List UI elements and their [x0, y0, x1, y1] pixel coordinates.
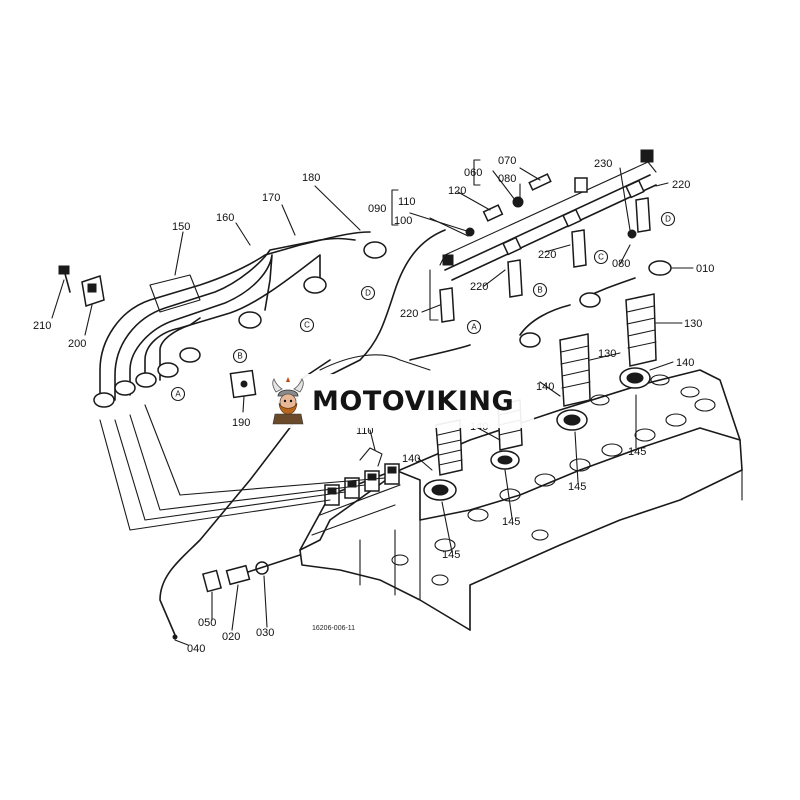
circle-label-a-1: A — [170, 386, 186, 402]
circle-label-d-1: D — [360, 285, 376, 301]
fuel-fittings — [172, 554, 301, 640]
svg-text:B: B — [237, 352, 242, 361]
callout-090: 090 — [368, 203, 386, 215]
callout-145b: 145 — [568, 481, 586, 493]
callout-010: 010 — [696, 263, 714, 275]
callout-200: 200 — [68, 338, 86, 350]
circle-label-c-2: C — [593, 249, 609, 265]
callout-140b: 140 — [536, 381, 554, 393]
brand-name: MOTOVIKING — [312, 385, 515, 417]
svg-text:C: C — [304, 321, 310, 330]
svg-text:A: A — [471, 323, 477, 332]
callout-140a: 140 — [676, 357, 694, 369]
fuel-overflow-pipe — [159, 229, 446, 636]
callout-170: 170 — [262, 192, 280, 204]
callout-030: 030 — [256, 627, 274, 639]
callout-190: 190 — [232, 417, 250, 429]
svg-text:D: D — [365, 289, 371, 298]
group-bracket-marks — [391, 159, 481, 321]
callout-050: 050 — [198, 617, 216, 629]
circle-label-a-2: A — [466, 319, 482, 335]
viking-mascot-icon — [272, 377, 304, 425]
leader-lines — [51, 167, 694, 646]
pipe-clamp-190 — [229, 369, 257, 399]
callout-080a: 080 — [498, 173, 516, 185]
circle-letter-labels: A A B B C C D D — [170, 211, 676, 402]
nozzle-3 — [556, 333, 591, 431]
callout-100: 100 — [394, 215, 412, 227]
injection-pipes — [93, 231, 387, 531]
callout-145a: 145 — [628, 446, 646, 458]
head-bolt-holes — [391, 374, 716, 586]
callout-140d: 140 — [402, 453, 420, 465]
callout-040: 040 — [187, 643, 205, 655]
svg-text:B: B — [537, 286, 542, 295]
circle-label-b-1: B — [232, 348, 248, 364]
callout-220d: 220 — [672, 179, 690, 191]
circle-label-d-2: D — [660, 211, 676, 227]
nozzle-4 — [619, 293, 657, 389]
callout-150: 150 — [172, 221, 190, 233]
callout-080b: 080 — [612, 258, 630, 270]
callout-130b: 130 — [598, 348, 616, 360]
callout-145d: 145 — [442, 549, 460, 561]
callout-145c: 145 — [502, 516, 520, 528]
callout-120: 120 — [448, 185, 466, 197]
circle-label-c-1: C — [299, 317, 315, 333]
callout-210: 210 — [33, 320, 51, 332]
callout-220a: 220 — [400, 308, 418, 320]
svg-text:A: A — [175, 390, 181, 399]
callout-160: 160 — [216, 212, 234, 224]
nozzle-pipe-arms — [409, 260, 672, 361]
callout-020: 020 — [222, 631, 240, 643]
bracket-200 — [81, 275, 105, 307]
circle-label-b-2: B — [532, 282, 548, 298]
svg-text:C: C — [598, 253, 604, 262]
callout-230: 230 — [594, 158, 612, 170]
drawing-number: 16206-006-11 — [312, 625, 355, 632]
nozzle-holders-upper — [439, 197, 651, 323]
svg-text:D: D — [665, 215, 671, 224]
callout-130a: 130 — [684, 318, 702, 330]
nozzle-1 — [423, 419, 463, 501]
callout-110b: 110 — [356, 425, 374, 437]
callout-070: 070 — [498, 155, 516, 167]
callout-220c: 220 — [538, 249, 556, 261]
bolt-210 — [58, 265, 71, 293]
callout-060: 060 — [464, 167, 482, 179]
engine-block — [299, 369, 743, 631]
callout-180: 180 — [302, 172, 320, 184]
motoviking-watermark: MOTOVIKING — [262, 374, 534, 428]
callout-220b: 220 — [470, 281, 488, 293]
callout-110a: 110 — [398, 196, 416, 208]
injection-pump — [299, 447, 421, 551]
leak-off-pipe-230 — [439, 149, 657, 281]
